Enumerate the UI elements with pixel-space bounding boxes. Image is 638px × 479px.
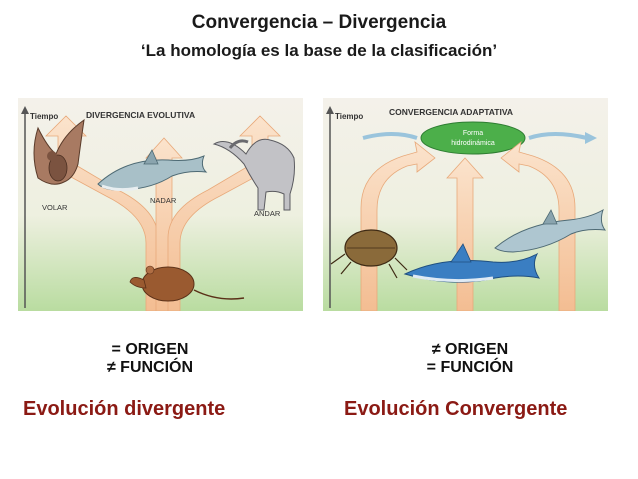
hydrodynamic-shape	[420, 121, 526, 155]
conclusion-divergent: Evolución divergente	[23, 398, 226, 420]
page-title: Convergencia – Divergencia	[191, 12, 447, 33]
left-conditions: = ORIGEN ≠ FUNCIÓN	[85, 341, 215, 377]
label-volar: VOLAR	[42, 203, 68, 212]
beetle-illustration	[330, 229, 408, 279]
horse-illustration	[212, 138, 295, 211]
converging-arrows	[360, 141, 576, 311]
right-condition-origin: ≠ ORIGEN	[431, 341, 509, 358]
convergence-heading: CONVERGENCIA ADAPTATIVA	[389, 107, 513, 117]
divergence-diagram: Tiempo DIVERGENCIA EVOLUTIVA VOLAR NADAR…	[18, 98, 303, 311]
right-condition-function: = FUNCIÓN	[426, 359, 514, 376]
shark-illustration	[403, 243, 541, 283]
mouse-illustration	[129, 265, 245, 302]
label-andar: ANDAR	[254, 209, 281, 218]
convergence-diagram: Tiempo CONVERGENCIA ADAPTATIVA Forma hid…	[323, 98, 608, 311]
dolphin-illustration	[97, 149, 208, 192]
time-label: Tiempo	[335, 112, 363, 121]
divergence-heading: DIVERGENCIA EVOLUTIVA	[86, 110, 195, 120]
dolphin-illustration	[494, 208, 607, 253]
page-subtitle: ‘La homología es la base de la clasifica…	[140, 41, 498, 60]
right-conditions: ≠ ORIGEN = FUNCIÓN	[400, 341, 540, 377]
blue-arrow-right	[585, 132, 597, 144]
forma-line1: Forma	[463, 130, 483, 137]
bat-illustration	[33, 118, 85, 185]
left-condition-origin: = ORIGEN	[111, 341, 189, 358]
conclusion-convergent: Evolución Convergente	[344, 398, 568, 420]
time-label: Tiempo	[30, 112, 58, 121]
left-condition-function: ≠ FUNCIÓN	[106, 359, 194, 376]
forma-line2: hidrodinámica	[451, 140, 495, 147]
label-nadar: NADAR	[150, 196, 177, 205]
converging-blue-arrows	[362, 132, 588, 140]
